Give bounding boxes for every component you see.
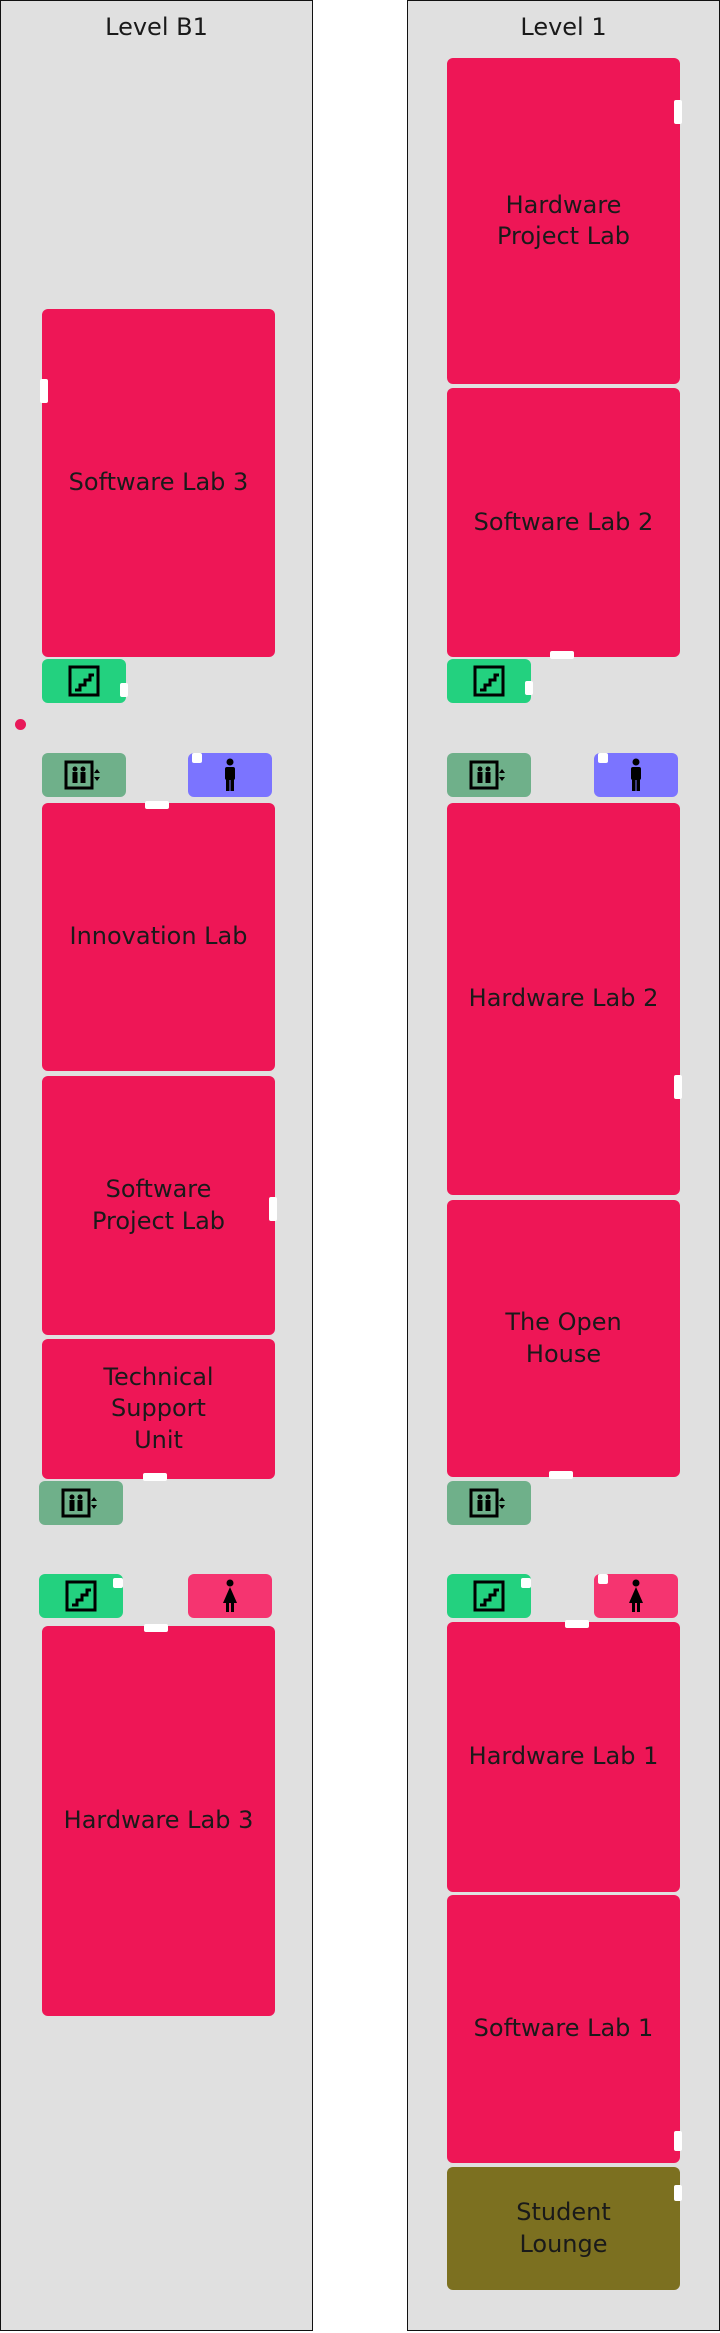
door <box>40 379 48 403</box>
room-hardware-project-lab[interactable]: Hardware Project Lab <box>447 58 682 384</box>
door <box>144 1624 168 1632</box>
door <box>674 2185 682 2201</box>
stairs-icon <box>473 665 505 697</box>
room-label: Software Lab 3 <box>68 468 249 497</box>
room-technical-support-unit[interactable]: Technical Support Unit <box>42 1339 275 1481</box>
room-label: Software Lab 1 <box>473 2014 654 2043</box>
room-label: Student Lounge <box>516 2198 611 2258</box>
door <box>565 1620 589 1628</box>
door <box>674 1075 682 1099</box>
door <box>549 1471 573 1479</box>
elevator[interactable] <box>39 1481 123 1525</box>
room-software-project-lab[interactable]: Software Project Lab <box>42 1076 277 1335</box>
room-label: Technical Support Unit <box>103 1363 214 1454</box>
stairs[interactable] <box>447 1574 531 1618</box>
door <box>598 1574 608 1584</box>
restroom-men[interactable] <box>188 753 272 797</box>
level-b1-panel: Level B1 Software Lab 3 Innovation Lab <box>0 0 313 2331</box>
stairs-icon <box>473 1580 505 1612</box>
room-software-lab-2[interactable]: Software Lab 2 <box>447 388 680 659</box>
door <box>145 801 169 809</box>
men-restroom-icon <box>631 758 641 791</box>
room-label: Hardware Project Lab <box>496 190 631 250</box>
door <box>113 1578 123 1588</box>
room-software-lab-3[interactable]: Software Lab 3 <box>40 309 275 657</box>
elevator-icon <box>469 1488 505 1518</box>
door <box>525 681 533 695</box>
stairs[interactable] <box>39 1574 123 1618</box>
men-restroom-icon <box>225 758 235 791</box>
door <box>120 683 128 697</box>
door <box>674 2131 682 2151</box>
level-b1-title: Level B1 <box>105 13 208 41</box>
door <box>192 753 202 763</box>
stairs-icon <box>65 1580 97 1612</box>
women-restroom-icon <box>223 1579 237 1612</box>
room-label: Software Project Lab <box>91 1175 226 1235</box>
room-innovation-lab[interactable]: Innovation Lab <box>42 801 275 1071</box>
room-label: Hardware Lab 3 <box>63 1806 254 1835</box>
door <box>674 100 682 124</box>
room-label: Hardware Lab 2 <box>468 984 659 1013</box>
room-student-lounge[interactable]: Student Lounge <box>447 2167 682 2290</box>
level-1-panel: Level 1 Hardware Project Lab Software La… <box>407 0 720 2331</box>
room-software-lab-1[interactable]: Software Lab 1 <box>447 1895 682 2163</box>
restroom-women[interactable] <box>188 1574 272 1618</box>
door <box>521 1578 531 1588</box>
elevator[interactable] <box>42 753 126 797</box>
location-marker[interactable] <box>15 719 26 730</box>
stairs[interactable] <box>42 659 128 703</box>
elevator[interactable] <box>447 1481 531 1525</box>
stairs-icon <box>68 665 100 697</box>
room-label: The Open House <box>505 1308 622 1368</box>
room-label: Hardware Lab 1 <box>468 1742 659 1771</box>
door <box>143 1473 167 1481</box>
room-label: Innovation Lab <box>69 922 248 951</box>
room-label: Software Lab 2 <box>473 507 654 536</box>
door <box>269 1197 277 1221</box>
stairs[interactable] <box>447 659 533 703</box>
restroom-women[interactable] <box>594 1574 678 1618</box>
room-the-open-house[interactable]: The Open House <box>447 1200 680 1479</box>
room-hardware-lab-1[interactable]: Hardware Lab 1 <box>447 1620 680 1892</box>
room-hardware-lab-3[interactable]: Hardware Lab 3 <box>42 1624 275 2016</box>
women-restroom-icon <box>629 1579 643 1612</box>
elevator[interactable] <box>447 753 531 797</box>
door <box>598 753 608 763</box>
elevator-icon <box>469 760 505 790</box>
door <box>550 651 574 659</box>
elevator-icon <box>61 1488 97 1518</box>
elevator-icon <box>64 760 100 790</box>
restroom-men[interactable] <box>594 753 678 797</box>
level-1-title: Level 1 <box>520 13 607 41</box>
room-hardware-lab-2[interactable]: Hardware Lab 2 <box>447 803 682 1195</box>
